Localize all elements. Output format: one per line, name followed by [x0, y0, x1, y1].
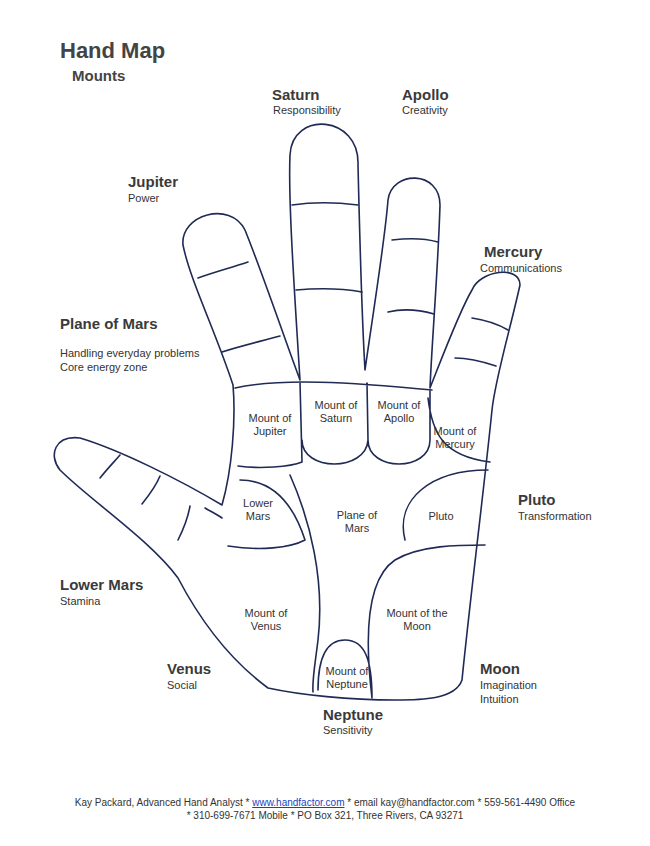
mount-heading: Pluto — [518, 491, 556, 508]
mount-meaning: Communications — [480, 262, 562, 274]
mount-region: Mount of Saturn — [307, 399, 365, 425]
mount-lines — [228, 382, 490, 698]
mount-meaning: Creativity — [402, 104, 448, 116]
footer-text: * 310-699-7671 Mobile * PO Box 321, Thre… — [187, 810, 464, 821]
mount-name: Mount of Jupiter — [241, 412, 299, 438]
mount-meaning: Stamina — [60, 595, 100, 607]
mount-region: Mount of Jupiter — [241, 412, 299, 438]
mount-region: Pluto — [419, 510, 463, 523]
mount-meaning: Sensitivity — [323, 724, 373, 736]
mount-heading: Apollo — [402, 86, 449, 103]
mount-meaning: Core energy zone — [60, 361, 147, 373]
mount-heading: Neptune — [323, 706, 383, 723]
mount-heading: Lower Mars — [60, 576, 143, 593]
mount-name: Plane of Mars — [329, 509, 385, 535]
mount-name: Mount of Venus — [236, 607, 296, 633]
mount-meaning: Responsibility — [273, 104, 341, 116]
mount-heading: Plane of Mars — [60, 315, 158, 332]
mount-meaning: Social — [167, 679, 197, 691]
hand-outline — [54, 124, 520, 700]
mount-region: Lower Mars — [236, 497, 280, 523]
footer-text: * email kay@handfactor.com * 559-561-449… — [347, 797, 575, 808]
finger-creases — [100, 203, 508, 540]
mount-name: Mount of Neptune — [322, 665, 372, 691]
diagram-title: Hand Map — [60, 38, 165, 64]
mount-name: Mount of the Moon — [386, 607, 448, 633]
mount-region: Mount of Apollo — [370, 399, 428, 425]
mount-region: Mount of Venus — [236, 607, 296, 633]
mount-meaning: Handling everyday problems — [60, 347, 199, 359]
footer-line: Kay Packard, Advanced Hand Analyst * www… — [0, 796, 650, 809]
mount-heading: Saturn — [272, 86, 320, 103]
mount-heading: Venus — [167, 660, 211, 677]
mount-region: Mount of the Moon — [386, 607, 448, 633]
mount-meaning: Imagination — [480, 679, 537, 691]
footer-line: * 310-699-7671 Mobile * PO Box 321, Thre… — [0, 809, 650, 822]
mount-region: Mount of Mercury — [427, 425, 483, 451]
mount-heading: Mercury — [484, 243, 542, 260]
subtitle: Mounts — [72, 67, 125, 84]
mount-heading: Moon — [480, 660, 520, 677]
footer-text: Kay Packard, Advanced Hand Analyst * — [75, 797, 250, 808]
mount-name: Mount of Saturn — [307, 399, 365, 425]
mount-region: Mount of Neptune — [322, 665, 372, 691]
mount-name: Mount of Apollo — [370, 399, 428, 425]
mount-meaning: Transformation — [518, 510, 592, 522]
mount-region: Plane of Mars — [329, 509, 385, 535]
mount-meaning: Intuition — [480, 693, 519, 705]
footer-link: www.handfactor.com — [252, 797, 344, 808]
footer: Kay Packard, Advanced Hand Analyst * www… — [0, 796, 650, 822]
mount-meaning: Power — [128, 192, 159, 204]
mount-name: Lower Mars — [236, 497, 280, 523]
mount-name: Pluto — [419, 510, 463, 523]
mount-heading: Jupiter — [128, 173, 178, 190]
mount-name: Mount of Mercury — [427, 425, 483, 451]
